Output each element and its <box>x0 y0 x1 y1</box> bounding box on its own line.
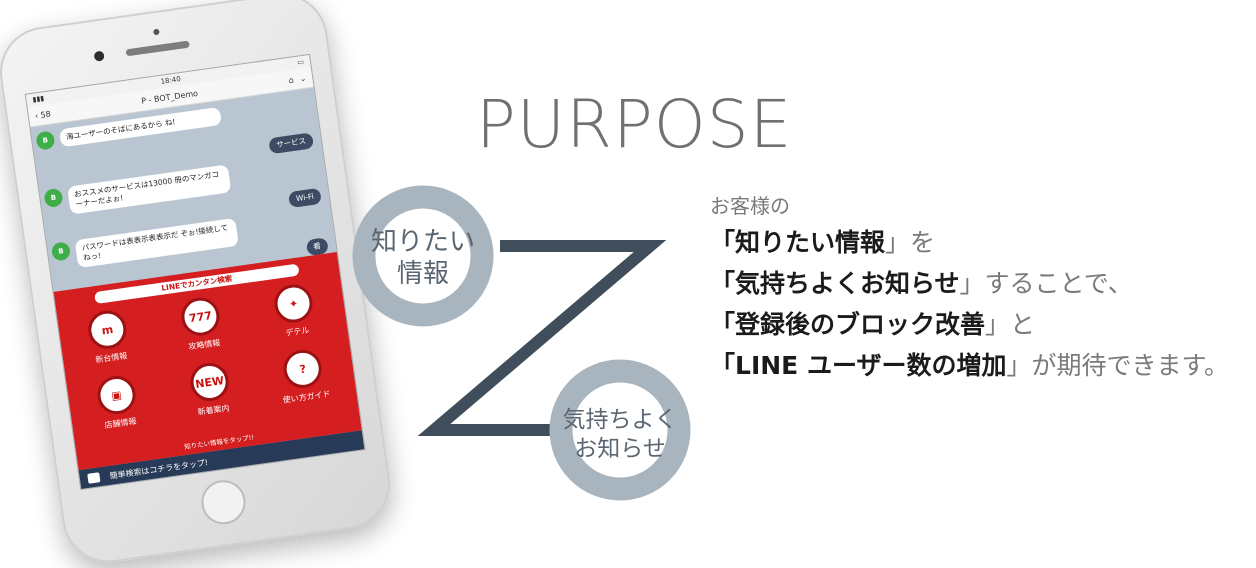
phone-screen: ▮▮▮ 18:40 ▭ ‹ 58 P - BOT_Demo ⌂ ⌄ B 海ユーザ… <box>24 53 366 491</box>
chat-message-out: サービス <box>268 132 315 155</box>
menu-tile-strategy[interactable]: 777 攻略情報 <box>160 293 243 356</box>
keyboard-icon[interactable] <box>87 472 101 484</box>
benefit-line: 「知りたい情報」を <box>710 228 936 257</box>
battery-icon: ▭ <box>296 57 305 67</box>
home-icon[interactable]: ⌂ <box>287 74 295 85</box>
chat-message-out: Wi-Fi <box>288 187 322 209</box>
benefit-line: 「LINE ユーザー数の増加」が期待できます。 <box>710 351 1229 380</box>
zigzag-line <box>417 240 667 436</box>
back-button[interactable]: ‹ 58 <box>34 109 52 121</box>
circle-bottom <box>549 359 691 501</box>
menu-tile-store-info[interactable]: ▣ 店舗情報 <box>76 371 159 434</box>
circle-bottom-label-line2: お知らせ <box>574 436 666 462</box>
runner-icon: ✦ <box>272 282 315 325</box>
circle-top-label-line1: 知りたい <box>371 227 475 257</box>
benefit-line: 「登録後のブロック改善」と <box>710 310 1036 339</box>
store-icon: ▣ <box>95 373 138 417</box>
circle-top <box>352 185 494 327</box>
new-badge-icon: NEW <box>188 360 232 404</box>
purpose-diagram: 知りたい 情報 気持ちよく お知らせ <box>352 185 691 501</box>
chat-message-in: パスワードは表表示表表示だ ぞぉ!接続してねっ! <box>74 217 239 269</box>
slot-machine-icon: m <box>85 308 129 352</box>
menu-tile-deteru[interactable]: ✦ デテル <box>253 279 336 342</box>
menu-tile-new-machines[interactable]: m 新台情報 <box>67 306 150 369</box>
menu-tile-news[interactable]: NEW 新着案内 <box>169 358 252 421</box>
chat-message-in: おススメのサービスは13000 冊のマンガコーナーだよぉ! <box>67 164 232 215</box>
signal-icon: ▮▮▮ <box>32 94 45 104</box>
reels-icon: 777 <box>178 295 222 339</box>
page-heading: PURPOSE <box>476 86 793 163</box>
chevron-down-icon[interactable]: ⌄ <box>298 73 307 83</box>
status-time: 18:40 <box>160 75 182 86</box>
circle-top-label-line2: 情報 <box>397 259 449 289</box>
bot-avatar: B <box>35 130 56 151</box>
benefit-line: 「気持ちよくお知らせ」することで、 <box>710 269 1133 298</box>
bot-avatar: B <box>50 241 72 262</box>
menu-tile-guide[interactable]: ? 使い方ガイド <box>262 345 345 408</box>
intro-text: お客様の <box>710 194 790 218</box>
bot-avatar: B <box>43 187 64 209</box>
purpose-description: お客様の 「知りたい情報」を 「気持ちよくお知らせ」することで、 「登録後のブロ… <box>710 190 1229 386</box>
question-icon: ? <box>281 347 325 391</box>
circle-bottom-label-line1: 気持ちよく <box>563 407 678 433</box>
phone-mockup: ▮▮▮ 18:40 ▭ ‹ 58 P - BOT_Demo ⌂ ⌄ B 海ユーザ… <box>0 0 396 568</box>
